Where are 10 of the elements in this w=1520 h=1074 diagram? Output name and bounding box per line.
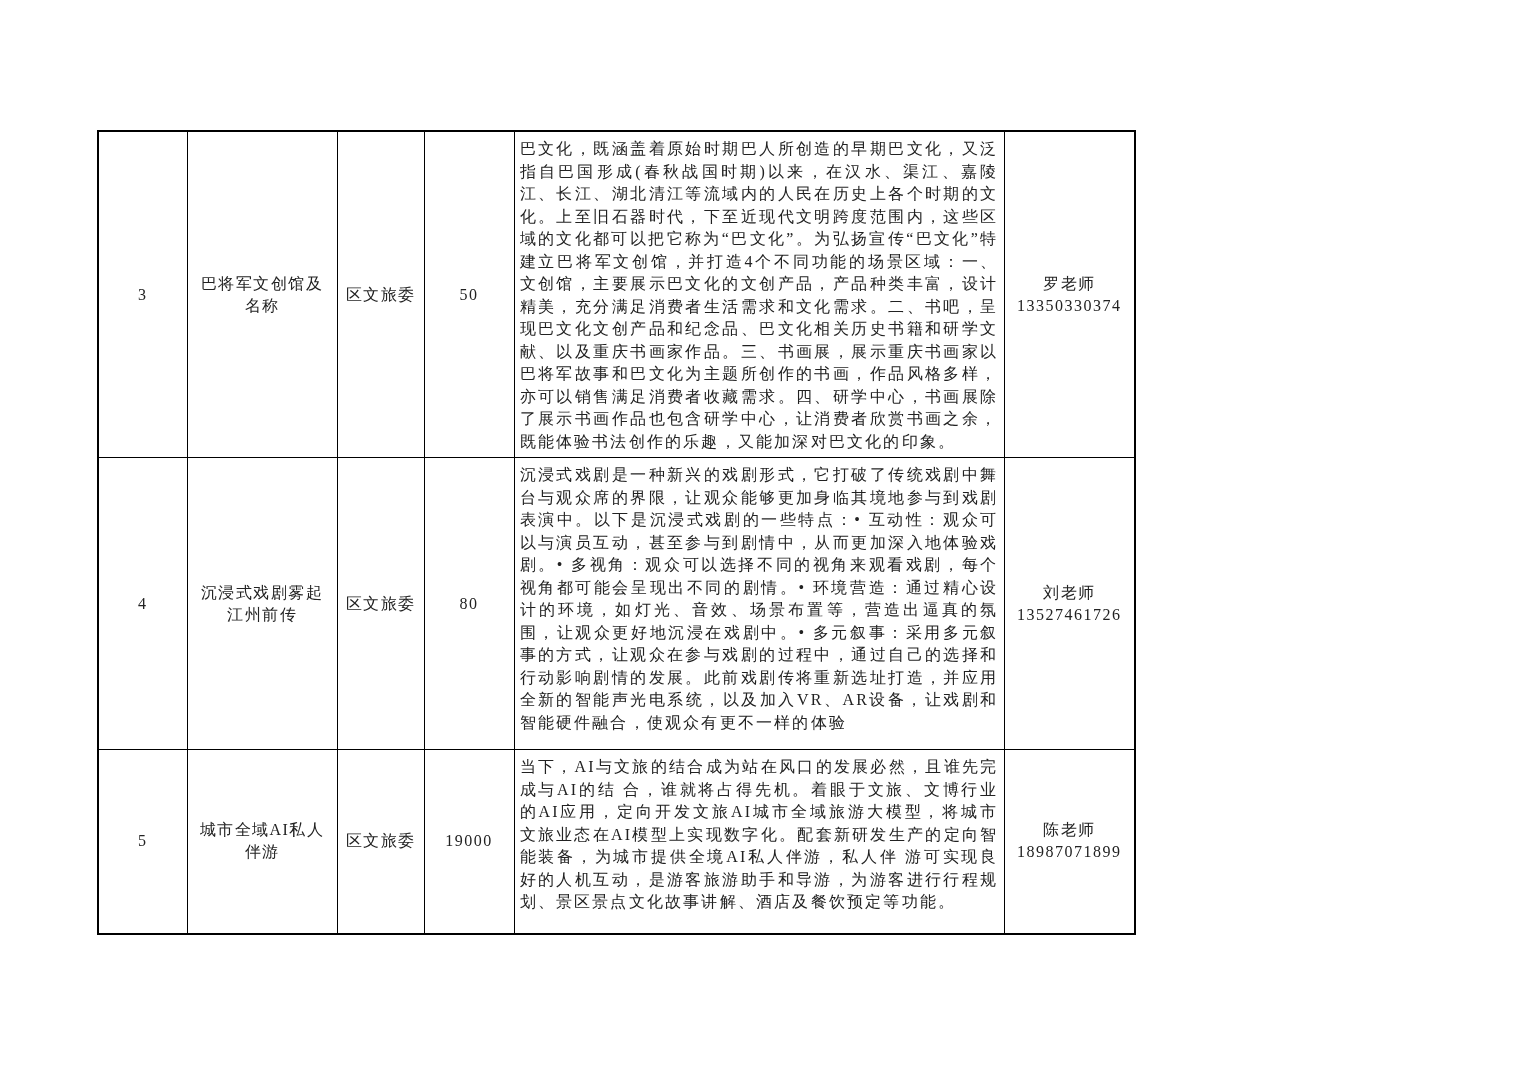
row-number: 3: [98, 131, 187, 458]
project-name: 沉浸式戏剧雾起江州前传: [187, 457, 337, 750]
department: 区文旅委: [337, 131, 424, 458]
project-name: 巴将军文创馆及名称: [187, 131, 337, 458]
description: 沉浸式戏剧是一种新兴的戏剧形式，它打破了传统戏剧中舞台与观众席的界限，让观众能够更加身临其境地参与到戏剧表演中。以下是沉浸式戏剧的一些特点：• 互动性：观众可以与演员互动，甚至参与到剧情中，从而更加深入地体验戏剧。• 多视角：观众可以选择不同的视角来观看戏剧，每个视角都可能会呈现出不同的剧情。• 环境营造：通过精心设计的环境，如灯光、音效、场景布置等，营造出逼真的氛围，让观众更好地沉浸在戏剧中。• 多元叙事：采用多元叙事的方式，让观众在参与戏剧的过程中，通过自己的选择和行动影响剧情的发展。此前戏剧传将重新选址打造，并应用全新的智能声光电系统，以及加入VR、AR设备，让戏剧和智能硬件融合，使观众有更不一样的体验: [514, 457, 1004, 750]
row-number: 4: [98, 457, 187, 750]
amount: 50: [424, 131, 514, 458]
description: 巴文化，既涵盖着原始时期巴人所创造的早期巴文化，又泛指自巴国形成(春秋战国时期)以来，在汉水、渠江、嘉陵江、长江、湖北清江等流域内的人民在历史上各个时期的文化。上至旧石器时代，下至近现代文明跨度范围内，这些区域的文化都可以把它称为“巴文化”。为弘扬宣传“巴文化”特建立巴将军文创馆，并打造4个不同功能的场景区域：一、文创馆，主要展示巴文化的文创产品，产品种类丰富，设计精美，充分满足消费者生活需求和文化需求。二、书吧，呈现巴文化文创产品和纪念品、巴文化相关历史书籍和研学文献、以及重庆书画家作品。三、书画展，展示重庆书画家以巴将军故事和巴文化为主题所创作的书画，作品风格多样，亦可以销售满足消费者收藏需求。四、研学中心，书画展除了展示书画作品也包含研学中心，让消费者欣赏书画之余，既能体验书法创作的乐趣，又能加深对巴文化的印象。: [514, 131, 1004, 458]
amount: 80: [424, 457, 514, 750]
department: 区文旅委: [337, 457, 424, 750]
